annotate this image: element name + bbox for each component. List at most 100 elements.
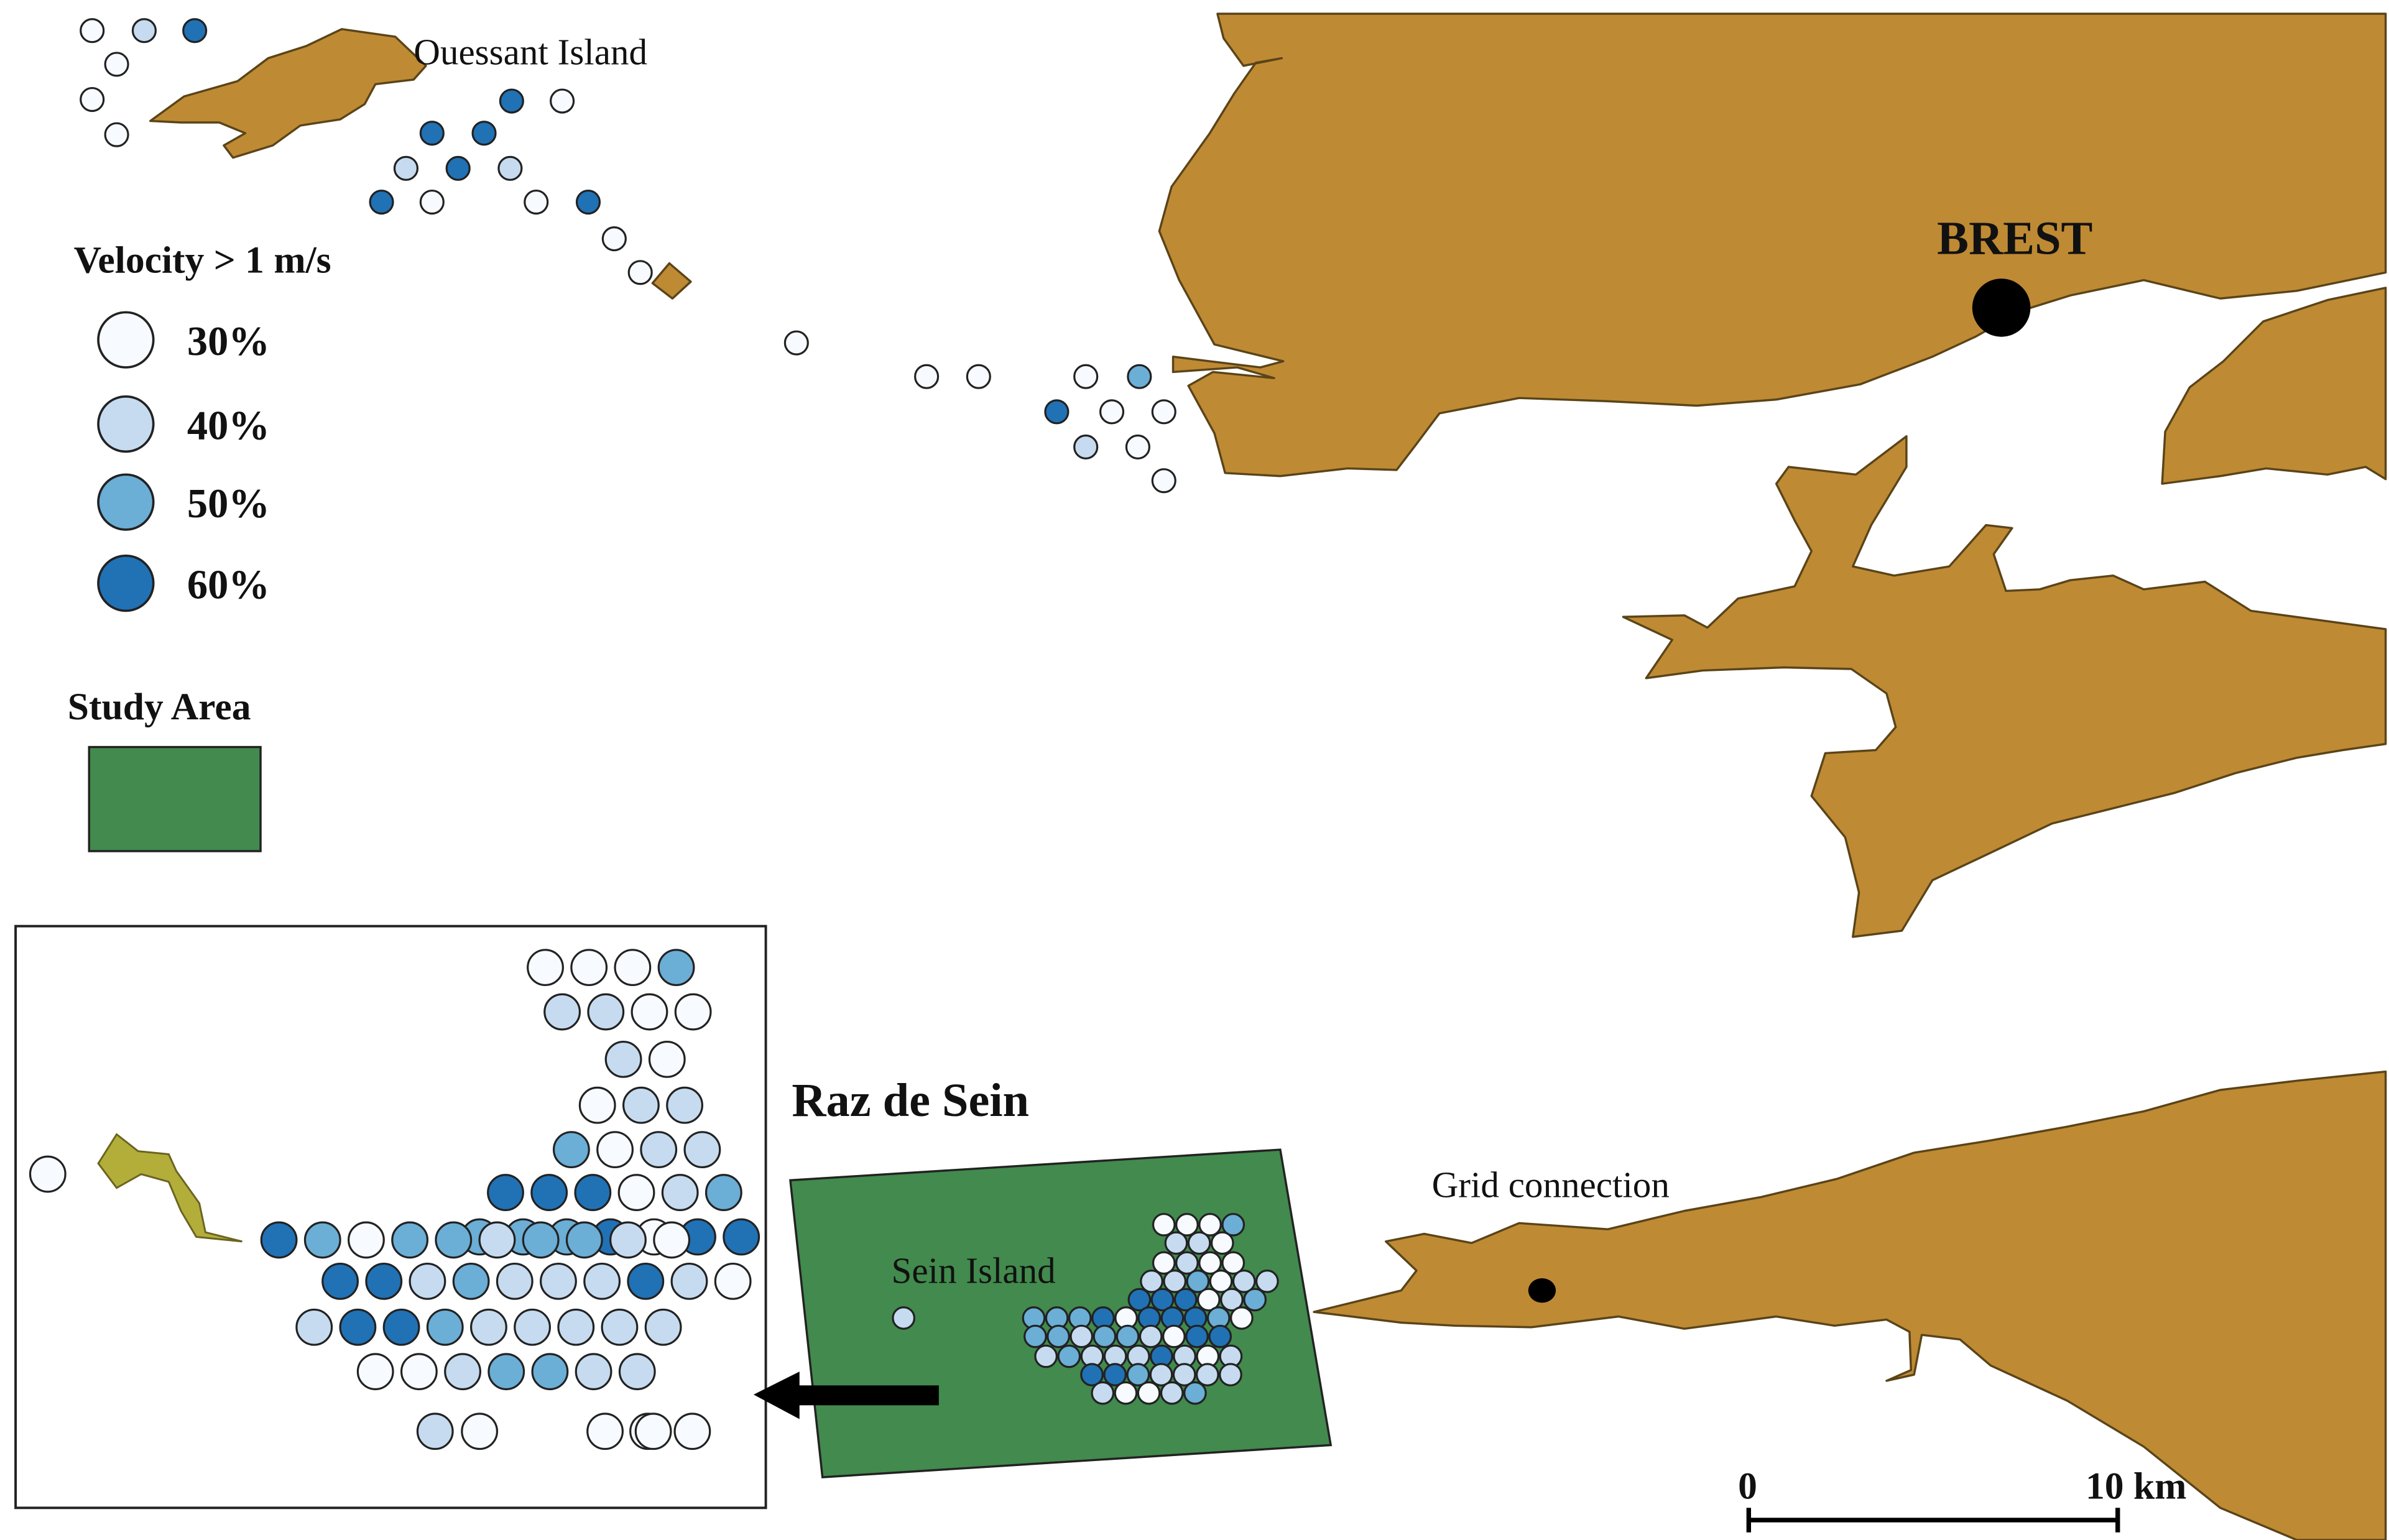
- tidal-site-ouessant: [445, 155, 471, 181]
- legend-symbol-60: [97, 554, 155, 612]
- tidal-site-inset: [29, 1155, 67, 1193]
- tidal-site-raz-de-sein: [1116, 1324, 1140, 1349]
- brest-label: BREST: [1937, 212, 2092, 265]
- ouessant-island-label: Ouessant Island: [414, 31, 647, 72]
- tidal-site-raz-de-sein: [1139, 1324, 1163, 1349]
- tidal-site-inset: [382, 1308, 420, 1346]
- tidal-site-inset: [714, 1262, 752, 1300]
- tidal-site-raz-de-sein: [1198, 1212, 1222, 1237]
- tidal-site-inset: [514, 1308, 552, 1346]
- tidal-site-inset: [596, 1131, 634, 1169]
- inset-sites: [29, 949, 760, 1450]
- tidal-site-raz-de-sein: [1162, 1324, 1186, 1349]
- tidal-site-inset: [705, 1174, 742, 1211]
- inset-arrow: [753, 1372, 939, 1419]
- tidal-site-inset: [618, 1353, 656, 1391]
- tidal-site-inset: [723, 1218, 760, 1256]
- tidal-site-inset: [496, 1262, 534, 1300]
- tidal-site-raz-de-sein: [1149, 1363, 1173, 1386]
- tidal-site-inset: [543, 993, 581, 1031]
- tidal-site-raz-de-sein: [1152, 1251, 1176, 1275]
- tidal-site-raz-de-sein: [1070, 1324, 1094, 1349]
- tidal-site-raz-de-sein: [1164, 1231, 1188, 1255]
- tidal-site-inset: [356, 1353, 394, 1391]
- scale-bar-start-label: 0: [1738, 1465, 1757, 1508]
- land-crozon: [1622, 435, 2387, 938]
- tidal-site-inset: [478, 1221, 516, 1259]
- tidal-site-inset: [570, 949, 608, 987]
- tidal-site-ouessant: [80, 86, 105, 113]
- tidal-site-ouessant: [131, 18, 157, 44]
- tidal-site-ouessant: [471, 121, 497, 146]
- tidal-site-inset: [614, 949, 652, 987]
- legend-label-40: 40%: [187, 403, 270, 449]
- velocity-legend: Velocity > 1 m/s 30%40%50%60%: [74, 239, 331, 612]
- tidal-site-inset: [348, 1221, 385, 1259]
- tidal-site-ouessant: [601, 226, 627, 252]
- tidal-site-raz-de-sein: [1126, 1363, 1150, 1386]
- tidal-site-ouessant: [575, 189, 601, 215]
- tidal-site-inset: [575, 1353, 612, 1391]
- tidal-site-raz-de-sein: [1232, 1270, 1256, 1293]
- tidal-site-raz-de-sein: [1172, 1363, 1196, 1386]
- scale-bar: 0 10 km: [1738, 1465, 2186, 1533]
- tidal-site-inset: [565, 1221, 603, 1259]
- tidal-site-crozon: [966, 364, 991, 389]
- tidal-site-inset: [586, 1413, 624, 1450]
- brest-city-marker: [1972, 279, 2031, 337]
- tidal-site-raz-de-sein: [1047, 1324, 1070, 1349]
- tidal-site-raz-de-sein: [1220, 1288, 1244, 1312]
- legend-title: Velocity > 1 m/s: [74, 239, 331, 281]
- inset-sein-island: [97, 1133, 243, 1243]
- tidal-site-raz-de-sein: [1175, 1251, 1199, 1275]
- tidal-site-inset: [634, 1413, 672, 1450]
- tidal-site-inset: [540, 1262, 577, 1300]
- tidal-site-inset: [531, 1353, 569, 1391]
- tidal-site-crozon: [1073, 434, 1099, 460]
- tidal-site-inset: [640, 1131, 678, 1169]
- legend-label-60: 60%: [187, 563, 270, 608]
- tidal-site-raz-de-sein: [1152, 1212, 1176, 1237]
- tidal-site-inset: [604, 1040, 642, 1078]
- tidal-site-inset: [295, 1308, 333, 1346]
- tidal-site-raz-de-sein: [1221, 1212, 1245, 1237]
- tidal-site-inset: [670, 1262, 708, 1300]
- tidal-site-raz-de-sein: [1195, 1363, 1219, 1386]
- tidal-site-raz-de-sein: [1093, 1324, 1117, 1349]
- tidal-site-raz-de-sein: [1185, 1324, 1209, 1349]
- tidal-site-inset: [391, 1221, 429, 1259]
- tidal-site-inset: [653, 1221, 691, 1259]
- tidal-site-ouessant: [182, 18, 208, 44]
- tidal-site-raz-de-sein: [1255, 1270, 1279, 1293]
- sein-island-label: Sein Island: [891, 1250, 1055, 1291]
- tidal-site-inset: [674, 993, 712, 1031]
- legend-symbol-40: [97, 395, 155, 453]
- tidal-site-inset: [648, 1040, 686, 1078]
- tidal-site-inset: [260, 1221, 298, 1259]
- tidal-site-crozon: [1151, 399, 1176, 425]
- tidal-site-inset: [522, 1221, 560, 1259]
- tidal-site-inset: [365, 1262, 403, 1300]
- tidal-site-crozon: [914, 364, 940, 389]
- tidal-site-inset: [622, 1086, 660, 1124]
- island-ouessant: [149, 28, 427, 159]
- tidal-site-raz-de-sein: [1024, 1324, 1047, 1349]
- tidal-site-raz-de-sein: [1243, 1288, 1267, 1312]
- tidal-site-raz-de-sein: [1187, 1231, 1211, 1255]
- tidal-site-inset: [487, 1174, 524, 1211]
- tidal-site-inset: [583, 1262, 621, 1300]
- tidal-site-crozon: [1127, 364, 1152, 389]
- tidal-site-ouessant: [497, 155, 523, 181]
- tidal-site-raz-de-sein: [1210, 1231, 1234, 1255]
- legend-symbol-30: [97, 311, 155, 369]
- tidal-site-ouessant: [524, 189, 549, 215]
- raz-de-sein-label: Raz de Sein: [792, 1074, 1029, 1127]
- tidal-site-ouessant: [419, 189, 445, 215]
- legend-label-30: 30%: [187, 319, 270, 364]
- tidal-site-crozon: [1151, 468, 1176, 494]
- tidal-site-inset: [627, 1262, 665, 1300]
- tidal-site-raz-de-sein: [1127, 1288, 1152, 1312]
- tidal-site-raz-de-sein: [1221, 1251, 1245, 1275]
- tidal-site-inset: [609, 1221, 647, 1259]
